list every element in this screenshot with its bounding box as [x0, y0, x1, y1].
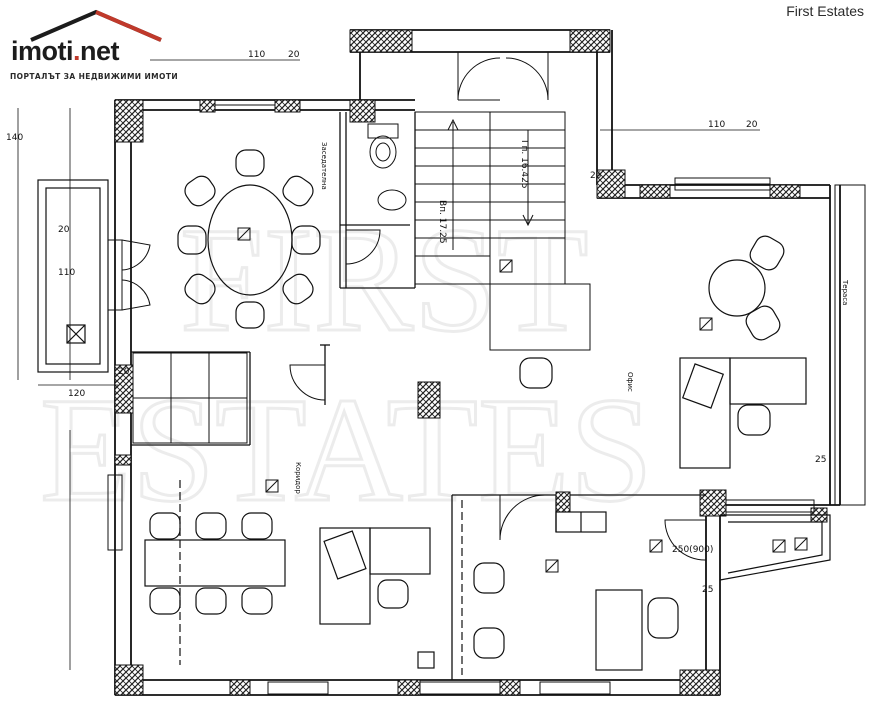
background-watermark: FIRST ESTATES [39, 196, 655, 535]
imoti-logo[interactable]: imoti.net ПОРТАЛЪТ ЗА НЕДВИЖИМИ ИМОТИ [8, 8, 178, 88]
dim-top-1: 110 [248, 50, 265, 60]
dim-left-4: 140 [6, 133, 23, 143]
logo-wordmark: imoti.net [11, 36, 120, 66]
office-desk [319, 527, 431, 625]
outer-walls [114, 29, 841, 696]
watermark-text: First Estates [786, 3, 864, 19]
wall-blocks [114, 29, 828, 696]
dim-mid-2: 25 [815, 455, 826, 465]
svg-text:FIRST: FIRST [180, 197, 588, 363]
balcony-right [719, 514, 831, 581]
house-roof-icon [30, 9, 162, 42]
office-note: Офис [626, 372, 634, 392]
dim-left-2: 110 [58, 268, 75, 278]
dimension-lines [17, 59, 760, 670]
dim-top-4: 110 [708, 120, 725, 130]
room-markers [237, 227, 808, 573]
entrance-doors [457, 52, 549, 101]
corridor-note: Коридор [294, 462, 302, 494]
logo-tagline: ПОРТАЛЪТ ЗА НЕДВИЖИМИ ИМОТИ [10, 72, 179, 81]
dim-mid-4: 25 [590, 171, 601, 181]
toilet-fixtures [367, 123, 407, 211]
meeting-note: Заседателна [320, 142, 328, 190]
dim-left-3: 20 [58, 225, 70, 235]
dimension-labels: 110 20 110 20 120 110 20 140 20 25 25 25… [6, 50, 826, 595]
kitchen-area-label: 250(900) [672, 545, 713, 555]
dim-mid-1: 20 [118, 367, 130, 377]
room-notes: Коридор Офис Заседателна Тераса [294, 142, 849, 494]
meeting-table-set [177, 149, 321, 329]
round-table-set [708, 235, 785, 341]
dim-top-5: 20 [746, 120, 758, 130]
doors [121, 229, 707, 561]
stair-up-label: Вп. 17.25 [437, 200, 447, 244]
dim-mid-3: 25 [702, 585, 713, 595]
dim-top-2: 20 [288, 50, 300, 60]
dim-left-1: 120 [68, 389, 85, 399]
right-office-furniture [417, 500, 679, 675]
svg-text:ESTATES: ESTATES [40, 367, 653, 533]
cabinets [132, 352, 248, 444]
terrace-note: Тераса [841, 279, 849, 305]
staircase [414, 111, 591, 351]
stair-down-label: Гп. 16.425 [519, 140, 529, 189]
reception-desk [519, 357, 807, 469]
workspace-table [144, 480, 286, 665]
